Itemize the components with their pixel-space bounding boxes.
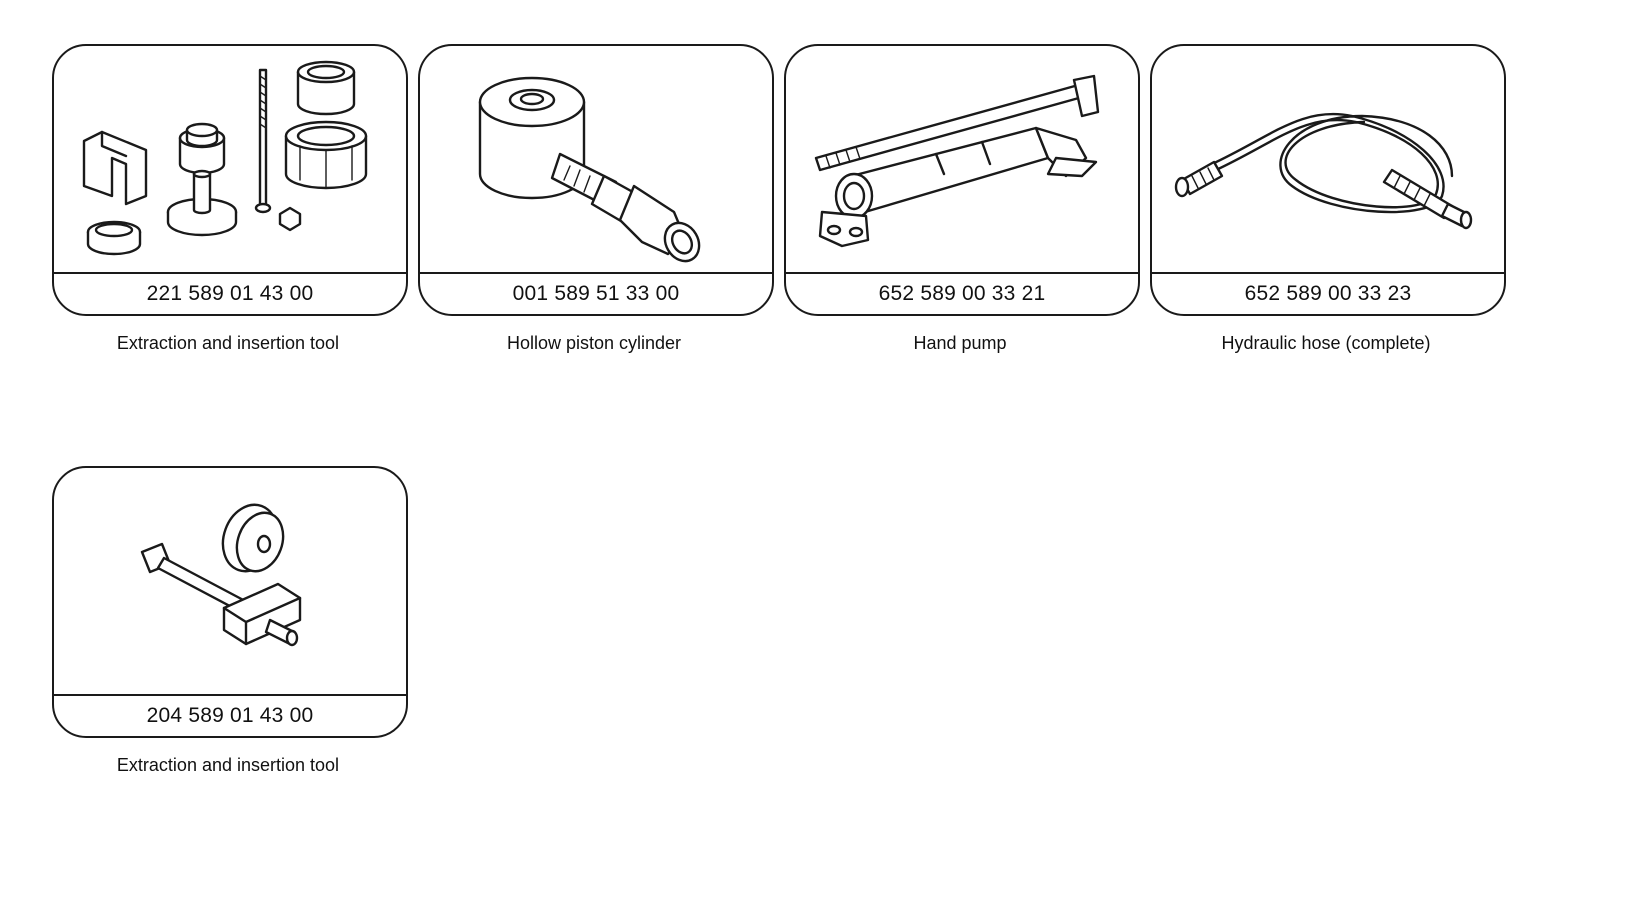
tool-description: Extraction and insertion tool [116, 333, 340, 353]
tool-card: 652 589 00 33 21 [784, 44, 1140, 316]
hollow-piston-cylinder-icon [478, 76, 701, 263]
tool-card: 001 589 51 33 00 [418, 44, 774, 316]
tool-description: Extraction and insertion tool [116, 755, 340, 775]
tool-item: 204 589 01 43 00 Extraction and insertio… [52, 466, 408, 776]
tool-item: 652 589 00 33 21 Hand pump [784, 44, 1140, 354]
tool-card: 652 589 00 33 23 [1150, 44, 1506, 316]
tool-card: 204 589 01 43 00 [52, 466, 408, 738]
tool-card: 221 589 01 43 00 [52, 44, 408, 316]
extraction-insertion-bolt-icon [140, 503, 302, 647]
extraction-insertion-tool-set-icon [82, 60, 368, 256]
tool-item: 001 589 51 33 00 Hollow piston cylinder [418, 44, 774, 354]
part-number: 652 589 00 33 21 [786, 272, 1138, 314]
tool-description: Hand pump [913, 333, 1007, 353]
hand-pump-icon [814, 74, 1100, 248]
part-number: 204 589 01 43 00 [54, 694, 406, 736]
tool-item: 652 589 00 33 23 Hydraulic hose (complet… [1150, 44, 1506, 354]
part-number: 221 589 01 43 00 [54, 272, 406, 314]
tool-description: Hollow piston cylinder [506, 333, 682, 353]
part-number: 652 589 00 33 23 [1152, 272, 1504, 314]
hydraulic-hose-icon [1174, 112, 1473, 230]
tool-item: 221 589 01 43 00 Extraction and insertio… [52, 44, 408, 354]
part-number: 001 589 51 33 00 [420, 272, 772, 314]
tool-description: Hydraulic hose (complete) [1221, 333, 1431, 353]
